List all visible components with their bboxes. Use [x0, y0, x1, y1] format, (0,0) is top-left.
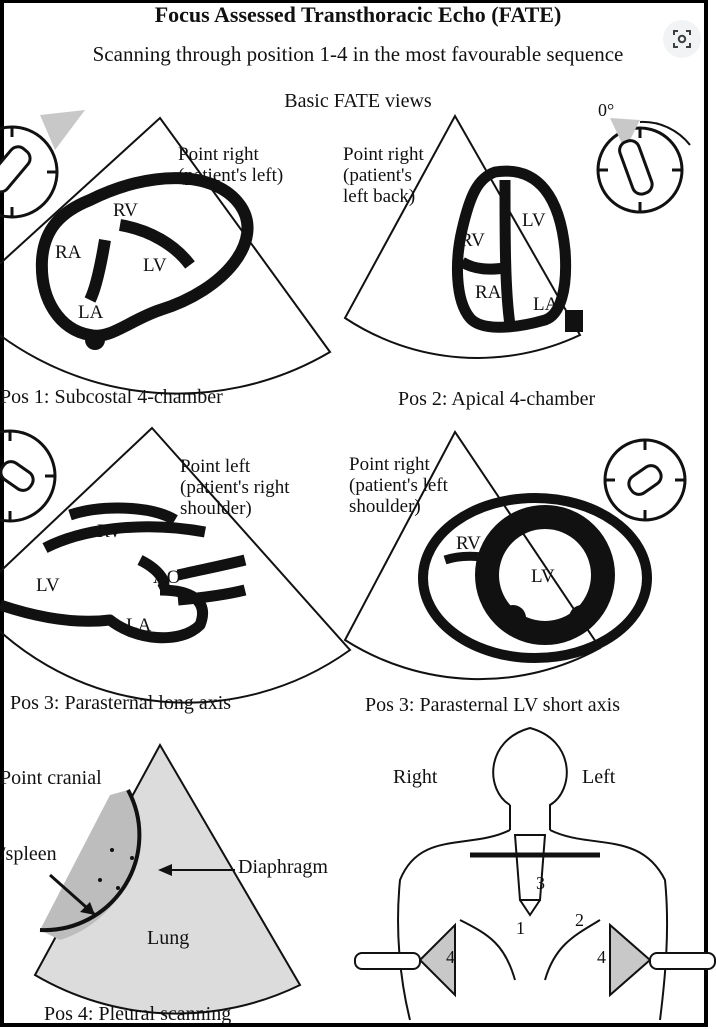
probe-dial-pos4: [605, 440, 685, 520]
pos1-label-la: LA: [78, 302, 103, 324]
probe-dial-pos3: [0, 431, 55, 521]
body-pos-1: 1: [516, 918, 525, 939]
pos2-label-rv: RV: [460, 230, 485, 252]
pos3-label-lv: LV: [36, 575, 60, 597]
probe-dial-pos1: [0, 110, 85, 217]
pos2-caption: Pos 2: Apical 4-chamber: [398, 388, 595, 411]
pos3-label-la: LA: [126, 615, 151, 637]
pos4-caption: Pos 3: Parasternal LV short axis: [365, 694, 620, 717]
pos4-note: Point right (patient's left shoulder): [349, 454, 448, 517]
body-pos-2: 2: [575, 910, 584, 931]
pos5-spleen: /spleen: [0, 843, 57, 866]
pos3-note: Point left (patient's right shoulder): [180, 456, 289, 519]
body-pos-3: 3: [536, 873, 545, 894]
pos2-label-ra: RA: [475, 282, 501, 304]
pos2-note: Point right (patient's left back): [343, 144, 424, 207]
pos5-caption: Pos 4: Pleural scanning: [44, 1003, 231, 1026]
pos5-diaphragm: Diaphragm: [238, 856, 328, 879]
pos2-label-la: LA: [533, 294, 558, 316]
heart-pos1-detail: [85, 330, 105, 350]
pos4-label-lv: LV: [531, 566, 555, 588]
pos5-note: Point cranial: [0, 767, 102, 790]
pos2-label-lv: LV: [522, 210, 546, 232]
probe-dial-pos2: [598, 118, 690, 212]
pos1-label-lv: LV: [143, 255, 167, 277]
angle-label: 0°: [598, 100, 614, 121]
pos1-label-ra: RA: [55, 242, 81, 264]
pos3-caption: Pos 3: Parasternal long axis: [10, 692, 231, 715]
body-pos-4a: 4: [446, 947, 455, 968]
pos4-label-rv: RV: [456, 533, 481, 555]
probe-side-right: [610, 925, 715, 995]
probe-side-left: [355, 925, 455, 995]
pos1-caption: Pos 1: Subcostal 4-chamber: [0, 386, 223, 409]
heart-pos3: [0, 508, 245, 638]
pos3-label-rv: RV: [97, 521, 122, 543]
body-left-label: Left: [582, 766, 615, 789]
pos3-label-ao: AO: [153, 567, 180, 589]
body-pos-4b: 4: [597, 947, 606, 968]
body-right-label: Right: [393, 766, 437, 789]
pos5-lung: Lung: [147, 927, 189, 950]
pos1-note: Point right (patient's left): [178, 144, 283, 186]
sector-pos3: [0, 428, 350, 703]
pos1-label-rv: RV: [113, 200, 138, 222]
